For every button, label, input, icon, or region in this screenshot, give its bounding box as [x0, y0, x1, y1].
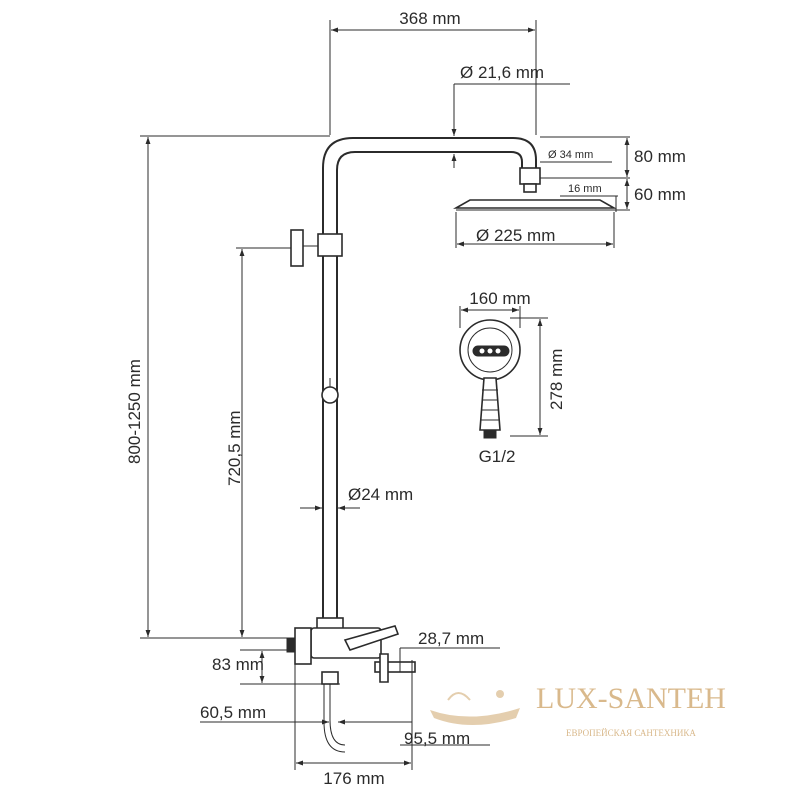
label-head-225: Ø 225 mm [476, 226, 555, 245]
spray-dot-icon [479, 348, 485, 354]
label-83: 83 mm [212, 655, 264, 674]
label-height-720-5: 720,5 mm [225, 410, 244, 486]
label-176: 176 mm [323, 769, 384, 788]
slider-knob [321, 386, 339, 404]
shower-rod-outer [322, 137, 537, 620]
shower-column [286, 137, 618, 753]
hose-line-outer [323, 684, 346, 753]
wall-bracket-plate [290, 229, 304, 267]
label-28-7: 28,7 mm [418, 629, 484, 648]
overhead-shower-head [452, 199, 618, 209]
label-60: 60 mm [634, 185, 686, 204]
label-368: 368 mm [399, 9, 460, 28]
hand-shower-thread [483, 429, 497, 439]
label-95-5: 95,5 mm [404, 729, 470, 748]
label-hand-160: 160 mm [469, 289, 530, 308]
hand-shower [459, 319, 521, 439]
nut-connector [519, 167, 541, 185]
hose-line [329, 684, 346, 746]
bathtub-logo-icon-dot [496, 690, 504, 698]
upper-clamp [317, 233, 343, 257]
spray-dot-icon [495, 348, 501, 354]
swivel-joint [523, 183, 537, 193]
label-60-5: 60,5 mm [200, 703, 266, 722]
watermark-brand: LUX-SANTEH [536, 682, 726, 715]
dimension-lines [140, 20, 630, 770]
bathtub-logo-icon-detail [447, 692, 471, 701]
hand-shower-handle [479, 377, 501, 431]
diverter-outlet [321, 671, 339, 685]
label-height-800-1250: 800-1250 mm [125, 359, 144, 464]
hand-shower-ring [467, 327, 513, 373]
watermark: LUX-SANTEH ЕВРОПЕЙСКАЯ САНТЕХНИКА [430, 682, 726, 738]
mixer-lever [343, 625, 400, 651]
wall-flange [294, 627, 312, 665]
label-thread: G1/2 [479, 447, 516, 466]
label-nut-34: Ø 34 mm [548, 149, 593, 161]
shower-rod-inner [336, 151, 523, 620]
spout-outlet [379, 653, 389, 683]
bath-spout [374, 661, 416, 673]
spray-dot-icon [487, 348, 493, 354]
label-16: 16 mm [568, 183, 602, 195]
watermark-tagline: ЕВРОПЕЙСКАЯ САНТЕХНИКА [566, 728, 696, 738]
label-pipe-21-6: Ø 21,6 mm [460, 63, 544, 82]
bathtub-logo-icon [430, 708, 520, 725]
label-hand-278: 278 mm [547, 349, 566, 410]
label-rod-24: Ø24 mm [348, 485, 413, 504]
label-80: 80 mm [634, 147, 686, 166]
